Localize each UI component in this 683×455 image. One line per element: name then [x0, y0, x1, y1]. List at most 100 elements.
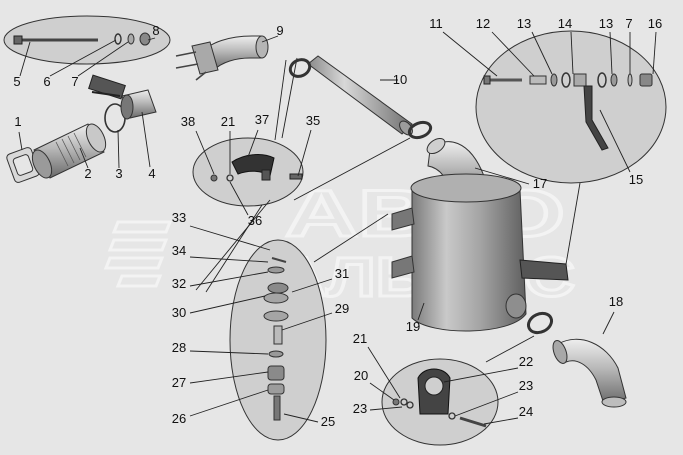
- leader-line-c37: [247, 129, 259, 158]
- part-5-bolt: [13, 35, 98, 45]
- part-12-spacer: [529, 75, 547, 85]
- callout-label-c22: 22: [519, 354, 533, 369]
- callout-label-c31: 31: [335, 266, 349, 281]
- leader-line-c6: [49, 39, 117, 77]
- callout-label-c21b: 21: [221, 114, 235, 129]
- leader-line-c28: [189, 350, 269, 355]
- leader-line-c12: [491, 31, 535, 77]
- clamp-tail: [526, 311, 554, 335]
- leader-line-c13b: [609, 31, 613, 75]
- part-15-strap: [583, 85, 609, 151]
- leader-line-c20: [369, 382, 395, 401]
- part-30-bushing-a: [263, 292, 289, 304]
- callout-label-c21a: 21: [353, 331, 367, 346]
- leader-line-c2: [79, 147, 89, 169]
- callout-label-c7a: 7: [71, 74, 78, 89]
- callout-label-c25: 25: [321, 414, 335, 429]
- watermark-logo-icon: [103, 220, 173, 288]
- callout-label-c10: 10: [393, 72, 407, 87]
- callout-label-c6: 6: [43, 74, 50, 89]
- clamp-lower: [407, 120, 433, 140]
- part-20-nut: [392, 398, 400, 406]
- part-1-gasket: [6, 147, 40, 183]
- leader-line-c36: [229, 181, 249, 216]
- leader-line-c34: [189, 256, 269, 263]
- callout-label-c20: 20: [354, 368, 368, 383]
- callout-label-c38: 38: [181, 114, 195, 129]
- callout-label-c28: 28: [172, 340, 186, 355]
- callout-label-c9: 9: [276, 23, 283, 38]
- callout-label-c2: 2: [84, 166, 91, 181]
- part-21-washer: [226, 174, 234, 182]
- leader-line-c18: [602, 311, 615, 335]
- callout-label-c5: 5: [13, 74, 20, 89]
- callout-label-c23b: 23: [353, 401, 367, 416]
- leader-line-c9: [261, 35, 279, 43]
- part-34-pin: [271, 257, 287, 263]
- leader-line-c5: [19, 41, 31, 77]
- part-10-straight-pipe: [307, 55, 413, 136]
- part-31-cushion: [267, 282, 289, 294]
- leader-line-c25: [283, 413, 319, 423]
- leader-line-c14: [570, 31, 574, 75]
- leader-line-c4: [141, 111, 151, 168]
- part-8-nut: [139, 32, 151, 46]
- callout-label-c23a: 23: [519, 378, 533, 393]
- leader-line-c19: [417, 302, 425, 321]
- part-14-bracket: [573, 73, 587, 87]
- part-13-washer-b: [610, 73, 618, 87]
- part-25-stud: [273, 395, 281, 421]
- callout-label-c1: 1: [14, 114, 21, 129]
- leader-line-c21a: [367, 346, 401, 399]
- leader-line-c22: [443, 367, 519, 383]
- leader-line-c32: [189, 271, 269, 287]
- part-27-nut: [267, 365, 285, 381]
- part-4-clamp: [88, 74, 157, 120]
- part-18-tail-pipe: [552, 338, 627, 408]
- part-26-spacer: [267, 383, 285, 395]
- callout-label-c30: 30: [172, 305, 186, 320]
- leader-line-c11: [442, 31, 498, 77]
- callout-label-c15: 15: [629, 172, 643, 187]
- callout-label-c13b: 13: [599, 16, 613, 31]
- leader-line-c15: [599, 109, 631, 173]
- callout-label-c19: 19: [406, 319, 420, 334]
- leader-line-c1: [18, 131, 23, 151]
- callout-label-c18: 18: [609, 294, 623, 309]
- callout-label-c29: 29: [335, 301, 349, 316]
- part-7-washer: [127, 33, 135, 45]
- leader-line-c23a: [454, 391, 519, 417]
- callout-label-c8: 8: [152, 23, 159, 38]
- leader-line-c24: [483, 417, 519, 425]
- callout-label-c12: 12: [476, 16, 490, 31]
- callout-label-c13a: 13: [517, 16, 531, 31]
- leader-line-c27: [189, 371, 269, 384]
- part-35-bolt: [289, 173, 303, 180]
- part-13-washer-a: [550, 73, 558, 87]
- callout-label-c24: 24: [519, 404, 533, 419]
- leader-line-c30: [189, 295, 266, 314]
- part-9-elbow-pipe: [175, 35, 269, 81]
- callout-label-c34: 34: [172, 243, 186, 258]
- callout-label-c16: 16: [648, 16, 662, 31]
- part-22-clamp-plate: [417, 368, 451, 415]
- part-30-bushing-b: [263, 310, 289, 322]
- part-19-muffler: [391, 173, 569, 332]
- callout-label-c27: 27: [172, 375, 186, 390]
- callout-label-c26: 26: [172, 411, 186, 426]
- part-2-flex-pipe: [31, 123, 107, 179]
- leader-line-c16: [652, 31, 657, 75]
- callout-label-c35: 35: [306, 113, 320, 128]
- bubble-clamp-middle: [192, 137, 304, 207]
- leader-line-c29: [281, 312, 333, 331]
- leader-line-c33: [189, 225, 271, 251]
- leader-line-c26: [189, 389, 269, 417]
- callout-label-c11: 11: [429, 16, 443, 31]
- callout-label-c3: 3: [115, 166, 122, 181]
- callout-label-c4: 4: [148, 166, 155, 181]
- leader-line-c7a: [77, 41, 129, 77]
- bubble-leaders: [195, 57, 581, 363]
- leader-line-c23b: [369, 406, 403, 411]
